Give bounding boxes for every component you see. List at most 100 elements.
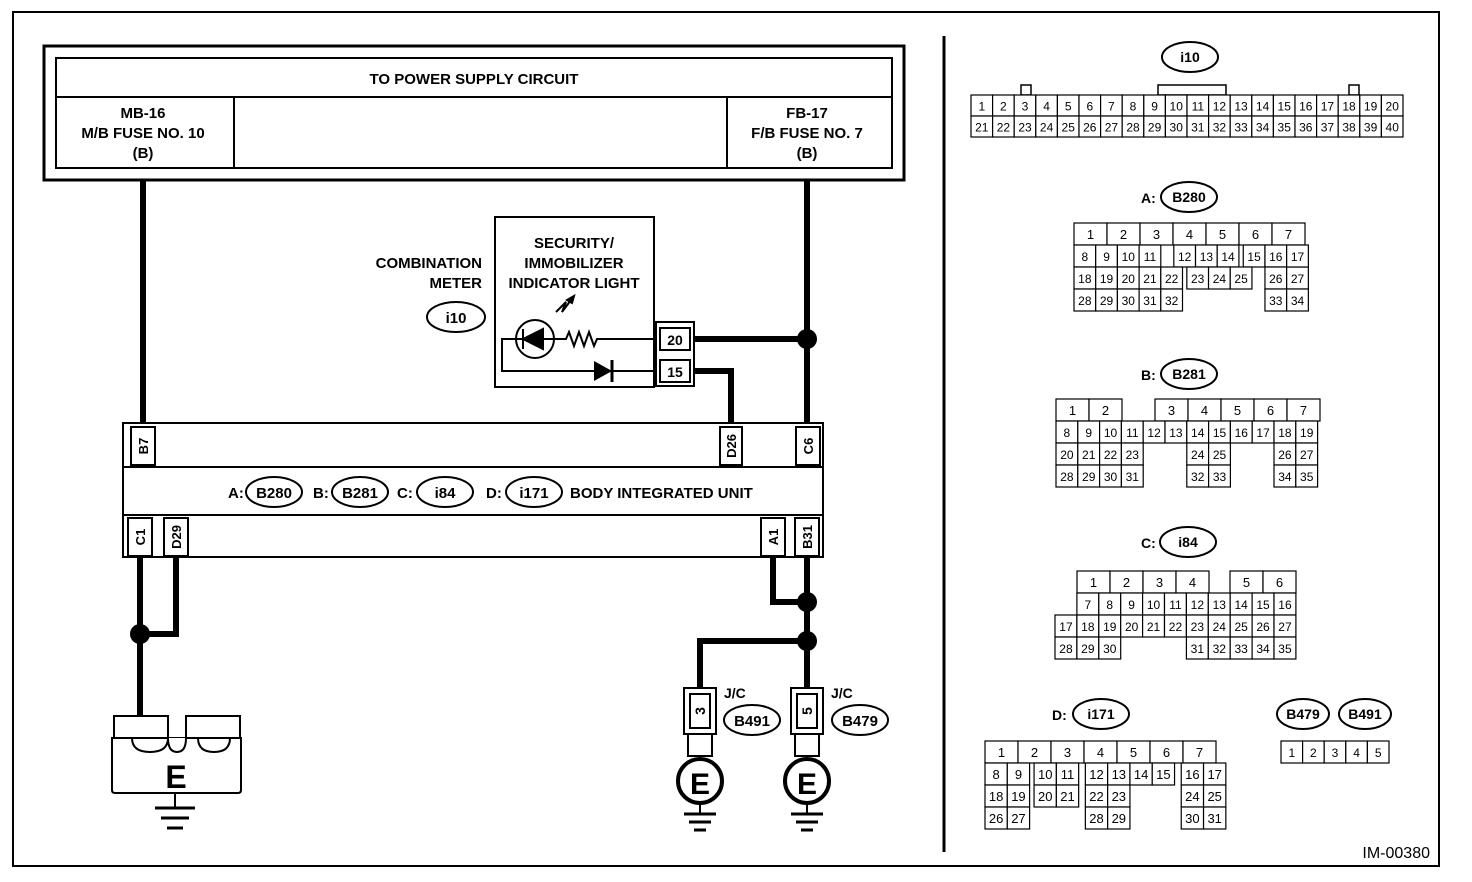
b280-pin-label: 3 [1153,227,1160,242]
i171-pin-label: 2 [1031,745,1038,760]
i10-pin-label: 35 [1278,121,1292,135]
meter-name-line-2: METER [430,275,483,292]
view-b281-prefix: B: [1141,367,1156,383]
b280-pin-label: 31 [1143,294,1157,308]
i171-pin-label: 28 [1089,811,1103,826]
jc-pin-label: 5 [1375,746,1382,760]
b281-pin-label: 4 [1201,403,1208,418]
i10-locking-tabs [1020,84,1360,96]
i10-pin-label: 36 [1299,121,1313,135]
i10-pin-label: 6 [1086,100,1093,114]
jc2-connector-badge [831,704,889,736]
b281-pin-label: 15 [1213,426,1227,440]
view-i10-title: i10 [1180,49,1200,65]
b281-pin-label: 19 [1300,426,1314,440]
i171-pin-label: 21 [1060,789,1074,804]
i84-pin-label: 10 [1147,598,1161,612]
right-fuse-line-1: FB-17 [786,105,828,122]
i10-pin-label: 29 [1148,121,1162,135]
i84-pin-label: 18 [1081,620,1095,634]
meter-box [494,216,655,388]
biu-connector-b281: B281 [342,485,378,502]
jc1-label: J/C [724,685,746,701]
i10-pin-label: 23 [1018,121,1032,135]
b281-pin-label: 32 [1191,470,1205,484]
i84-pin-label: 3 [1156,575,1163,590]
i84-pin-label: 14 [1234,598,1248,612]
right-fuse-line-3: (B) [797,145,818,162]
i171-pin-cell [1107,806,1131,830]
b281-pin-label: 26 [1278,448,1292,462]
meter-pin-15: 15 [667,364,683,380]
i84-pin-label: 22 [1169,620,1183,634]
connector-view-titles: i10 A: B280 B: B281 C: i84 D: i171 B479 … [1052,41,1392,730]
b280-pin-cell [1286,288,1309,312]
b281-pin-label: 35 [1300,470,1314,484]
i84-pin-label: 31 [1191,642,1205,656]
b280-pin-label: 27 [1291,272,1305,286]
i171-pin-label: 4 [1097,745,1104,760]
b281-pin-label: 8 [1064,426,1071,440]
b280-pin-label: 11 [1144,250,1157,264]
b281-pin-label: 24 [1191,448,1205,462]
b281-pin-label: 3 [1168,403,1175,418]
b280-pin-cell [1286,244,1309,268]
b281-pin-label: 20 [1060,448,1074,462]
i84-pin-label: 32 [1213,642,1227,656]
biu-pin-d29: D29 [169,525,184,549]
left-fuse-line-2: M/B FUSE NO. 10 [81,125,204,142]
biu-connector-b280: B280 [256,485,292,502]
b280-pin-label: 13 [1200,250,1214,264]
i84-pin-label: 1 [1090,575,1097,590]
meter-pin-20: 20 [667,332,683,348]
power-supply-box: TO POWER SUPPLY CIRCUIT MB-16 M/B FUSE N… [42,44,906,182]
i10-pin-label: 25 [1062,121,1076,135]
b281-pin-label: 23 [1126,448,1140,462]
b281-pin-label: 22 [1104,448,1118,462]
i10-pin-label: 30 [1170,121,1184,135]
b280-pin-label: 10 [1122,250,1136,264]
i10-pin-label: 9 [1151,100,1158,114]
i171-pin-label: 20 [1038,789,1052,804]
b280-pin-label: 33 [1269,294,1283,308]
i84-pin-label: 4 [1189,575,1196,590]
i10-pin-label: 16 [1299,100,1313,114]
b280-pin-label: 1 [1087,227,1094,242]
i171-pin-label: 16 [1185,767,1199,782]
b281-pin-label: 7 [1300,403,1307,418]
view-i84-title: i84 [1178,534,1198,550]
b281-pin-label: 10 [1104,426,1118,440]
i84-pin-label: 21 [1147,620,1161,634]
i171-pin-label: 7 [1196,745,1203,760]
i10-pin-label: 15 [1278,100,1292,114]
i10-pin-label: 3 [1022,100,1029,114]
i10-pin-label: 17 [1321,100,1335,114]
i84-pin-label: 30 [1103,642,1117,656]
i10-pin-label: 37 [1321,121,1335,135]
b281-pin-label: 9 [1085,426,1092,440]
i10-pin-label: 38 [1342,121,1356,135]
biu-pin-c6: C6 [801,438,816,455]
biu-name: BODY INTEGRATED UNIT [570,485,753,502]
i84-pin-label: 8 [1106,598,1113,612]
i10-pin-label: 12 [1213,100,1227,114]
i84-pin-label: 16 [1278,598,1292,612]
b281-pin-label: 17 [1256,426,1270,440]
i10-pin-label: 10 [1170,100,1184,114]
b281-pin-label: 6 [1267,403,1274,418]
i84-pin-label: 11 [1169,598,1182,612]
i84-pin-cell [1273,636,1297,660]
ground-label-left: E [165,759,186,795]
jc1-pin: 3 [692,707,708,715]
i171-pin-label: 22 [1089,789,1103,804]
b280-pin-label: 21 [1143,272,1157,286]
i84-pin-label: 29 [1081,642,1095,656]
b281-pin-label: 27 [1300,448,1314,462]
b280-pin-label: 5 [1219,227,1226,242]
b280-pin-label: 17 [1291,250,1305,264]
jc-pin-label: 4 [1353,746,1360,760]
i10-pin-label: 32 [1213,121,1227,135]
jc-ground-b479 [783,687,831,832]
right-fuse-line-2: F/B FUSE NO. 7 [751,125,863,142]
